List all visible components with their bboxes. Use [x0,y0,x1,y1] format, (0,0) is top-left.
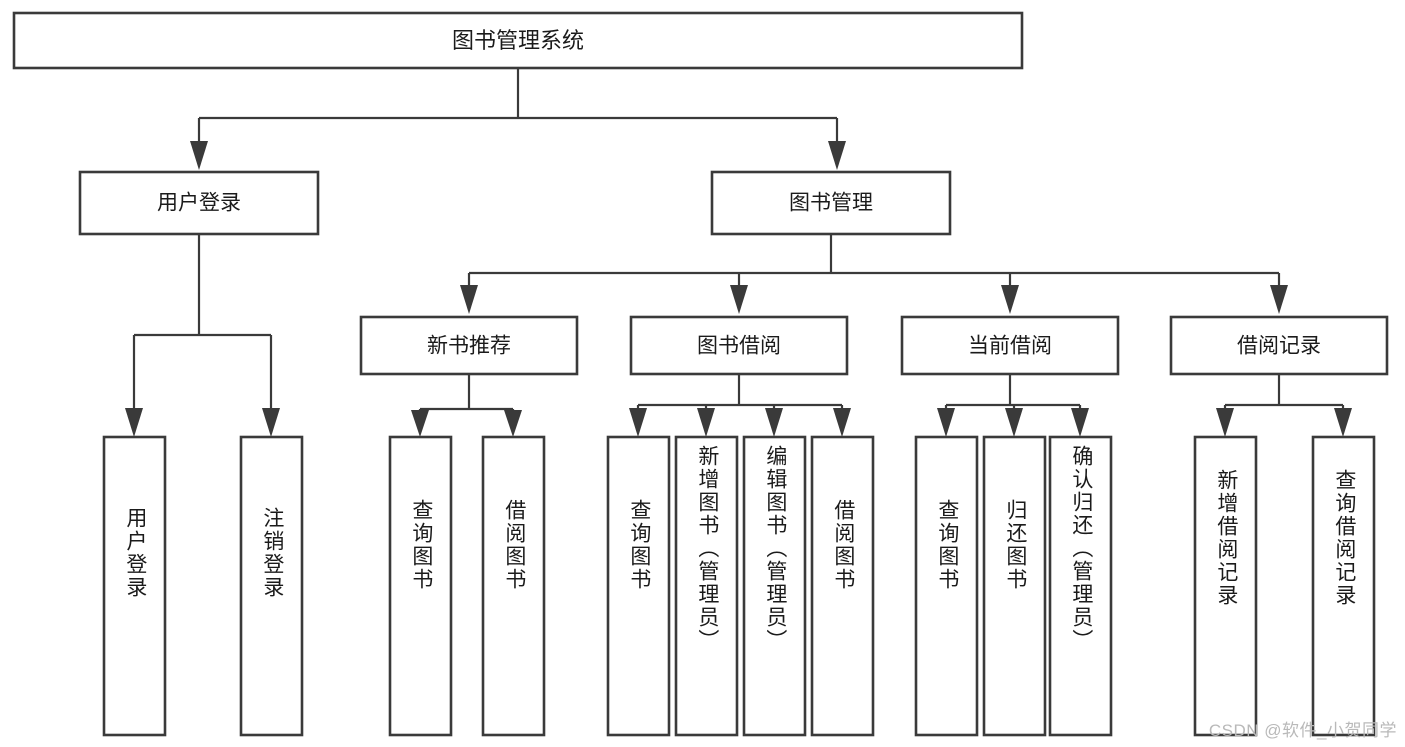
arrow-head-icon [629,408,647,437]
node-new-book-recommend-box[interactable] [359,315,579,376]
node-current-borrow-label: 当前借阅 [968,335,1052,358]
leaf-box-user-login-0[interactable] [102,435,167,737]
arrow-head-icon [1216,408,1234,437]
node-user-login-box[interactable] [78,170,320,236]
node-current-borrow-box[interactable] [900,315,1120,376]
leaf-box-book-borrow-2[interactable] [742,435,807,737]
csdn-watermark: CSDN @软件_小贺同学 [1208,721,1397,740]
arrow-head-icon [697,408,715,437]
node-book-management-label: 图书管理 [789,192,873,215]
leaf-box-current-borrow-0[interactable] [914,435,979,737]
arrow-head-icon [937,408,955,437]
node-borrow-record-label: 借阅记录 [1237,335,1321,358]
arrow-head-icon [765,408,783,437]
node-new-book-recommend-label: 新书推荐 [427,335,511,358]
connector-current-borrow-to-leaves [937,374,1089,437]
leaf-box-borrow-record-1[interactable] [1311,435,1376,737]
connector-borrow-record-to-leaves [1216,374,1352,437]
node-borrow-record[interactable]: 借阅记录 [1169,315,1389,376]
leaf-box-user-login-1[interactable] [239,435,304,737]
node-book-borrow[interactable]: 图书借阅 [629,315,849,376]
arrow-head-icon [460,285,478,314]
leaf-box-current-borrow-1[interactable] [982,435,1047,737]
leaf-box-book-borrow-3[interactable] [810,435,875,737]
arrow-head-icon [262,408,280,437]
connector-book-management-to-level3 [460,234,1288,314]
arrow-head-icon [1270,285,1288,314]
arrow-head-icon [828,141,846,170]
connector-new-book-recommend-to-leaves [411,374,522,437]
node-current-borrow[interactable]: 当前借阅 [900,315,1120,376]
arrow-head-icon [411,410,429,437]
leaf-box-borrow-record-0[interactable] [1193,435,1258,737]
arrow-head-icon [125,408,143,437]
arrow-head-icon [1334,408,1352,437]
leaf-box-book-borrow-1[interactable] [674,435,739,737]
node-book-borrow-label: 图书借阅 [697,335,781,358]
node-new-book-recommend[interactable]: 新书推荐 [359,315,579,376]
node-user-login[interactable]: 用户登录 [78,170,320,236]
leaf-box-book-borrow-0[interactable] [606,435,671,737]
arrow-head-icon [1071,408,1089,437]
node-root-label: 图书管理系统 [452,28,584,53]
connector-book-borrow-to-leaves [629,374,851,437]
arrow-head-icon [1005,408,1023,437]
node-user-login-label: 用户登录 [157,192,241,215]
node-book-management[interactable]: 图书管理 [710,170,952,236]
node-root-box[interactable] [12,11,1024,70]
arrow-head-icon [504,410,522,437]
connector-root-to-level2 [190,68,846,170]
arrow-head-icon [1001,285,1019,314]
arrow-head-icon [833,408,851,437]
leaf-box-new-book-recommend-1[interactable] [481,435,546,737]
leaf-box-new-book-recommend-0[interactable] [388,435,453,737]
arrow-head-icon [190,141,208,170]
leaf-box-current-borrow-2[interactable] [1048,435,1113,737]
arrow-head-icon [730,285,748,314]
node-root[interactable]: 图书管理系统 [12,11,1024,70]
connector-user-login-to-leaves [125,234,280,437]
